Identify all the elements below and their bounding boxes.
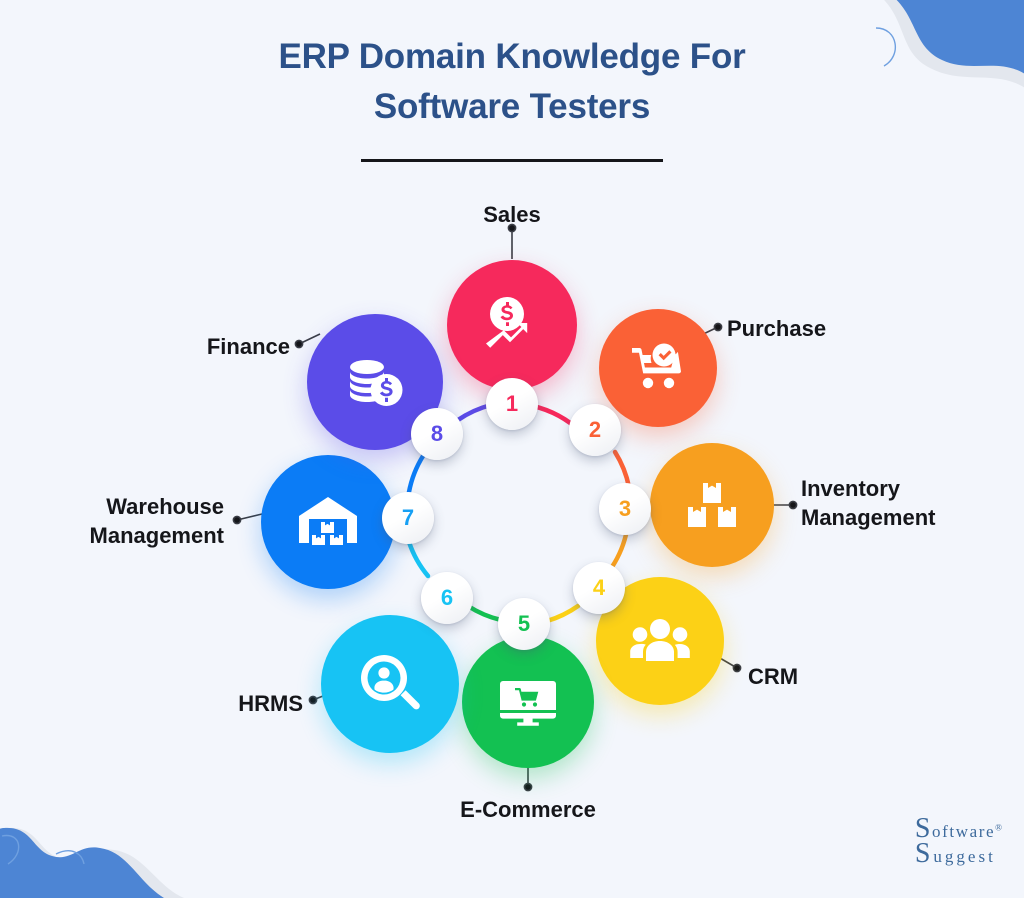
module-circle-crm[interactable]: [596, 577, 724, 705]
leader-dot-crm: [732, 663, 742, 673]
page-title-line1: ERP Domain Knowledge For: [278, 37, 746, 76]
module-label-crm-text: CRM: [748, 664, 799, 689]
header: ERP Domain Knowledge For Software Tester…: [0, 0, 1024, 162]
module-label-sales: Sales: [412, 200, 612, 229]
registered-mark: ®: [995, 822, 1002, 833]
module-label-crm: CRM: [748, 662, 798, 691]
module-label-purchase-text: Purchase: [727, 316, 827, 341]
leader-dot-inventory: [788, 500, 798, 510]
logo-suggest-initial: S: [914, 838, 934, 869]
leader-dot-warehouse: [232, 515, 242, 525]
module-label-inventory-line2: Management: [801, 505, 936, 530]
step-badge-7[interactable]: 7: [382, 492, 434, 544]
module-circle-purchase[interactable]: [599, 309, 717, 427]
module-label-hrms: HRMS: [123, 689, 303, 718]
module-label-finance-text: Finance: [206, 334, 290, 359]
step-badge-5-number: 5: [517, 611, 531, 636]
module-label-hrms-text: HRMS: [238, 691, 303, 716]
coin-stack-dollar-icon: [350, 360, 403, 406]
step-badge-1-number: 1: [505, 391, 519, 416]
logo-line-software: Software®: [915, 815, 1002, 843]
people-group-icon: [630, 619, 690, 661]
step-badge-5[interactable]: 5: [498, 598, 550, 650]
module-label-inventory-line1: Inventory: [801, 476, 901, 501]
module-label-warehouse-line1: Warehouse: [106, 494, 224, 519]
step-badge-7-number: 7: [401, 505, 415, 530]
stacked-boxes-icon: [688, 483, 736, 527]
module-circle-warehouse-management[interactable]: [261, 455, 395, 589]
page-title: ERP Domain Knowledge For Software Tester…: [0, 0, 1024, 132]
step-badge-8-number: 8: [430, 421, 444, 446]
softwaresuggest-logo: Software® Suggest: [915, 815, 1002, 868]
step-badge-3[interactable]: 3: [599, 483, 651, 535]
person-search-icon: [361, 655, 420, 710]
title-divider: [361, 159, 663, 162]
leader-dot-sales: [507, 223, 517, 233]
leader-dot-finance: [294, 339, 304, 349]
module-label-e-commerce: E-Commerce: [398, 795, 658, 824]
logo-software-initial: S: [914, 813, 933, 844]
logo-software-rest: oftware: [932, 822, 996, 841]
module-circle-hrms[interactable]: [321, 615, 459, 753]
step-badge-4[interactable]: 4: [573, 562, 625, 614]
leader-dot-hrms: [308, 695, 318, 705]
step-badge-2-number: 2: [588, 417, 602, 442]
module-circle-sales[interactable]: [447, 260, 577, 390]
warehouse-boxes-icon: [299, 497, 357, 545]
page-title-line2: Software Testers: [373, 87, 651, 126]
shopping-cart-check-icon: [632, 343, 681, 389]
leader-dot-ecommerce: [523, 782, 533, 792]
step-badge-4-number: 4: [592, 575, 606, 600]
dollar-coin-growth-arrow-icon: [486, 297, 528, 348]
arc-7-8: [406, 453, 426, 495]
step-badge-8[interactable]: 8: [411, 408, 463, 460]
module-label-inventory-management: Inventory Management: [801, 474, 935, 532]
step-badge-2[interactable]: 2: [569, 404, 621, 456]
step-badge-6-number: 6: [440, 585, 454, 610]
logo-line-suggest: Suggest: [915, 840, 1002, 868]
monitor-cart-icon: [500, 681, 556, 726]
step-badge-1[interactable]: 1: [486, 378, 538, 430]
module-circle-e-commerce[interactable]: [462, 636, 594, 768]
module-label-sales-text: Sales: [483, 202, 541, 227]
module-label-warehouse-management: Warehouse Management: [24, 492, 224, 550]
step-badge-3-number: 3: [618, 496, 632, 521]
step-badge-6[interactable]: 6: [421, 572, 473, 624]
logo-suggest-rest: uggest: [933, 847, 996, 866]
module-circle-inventory-management[interactable]: [650, 443, 774, 567]
leader-dot-purchase: [713, 322, 723, 332]
module-label-finance: Finance: [110, 332, 290, 361]
module-label-e-commerce-text: E-Commerce: [460, 797, 596, 822]
module-label-purchase: Purchase: [727, 314, 826, 343]
module-label-warehouse-line2: Management: [89, 523, 224, 548]
